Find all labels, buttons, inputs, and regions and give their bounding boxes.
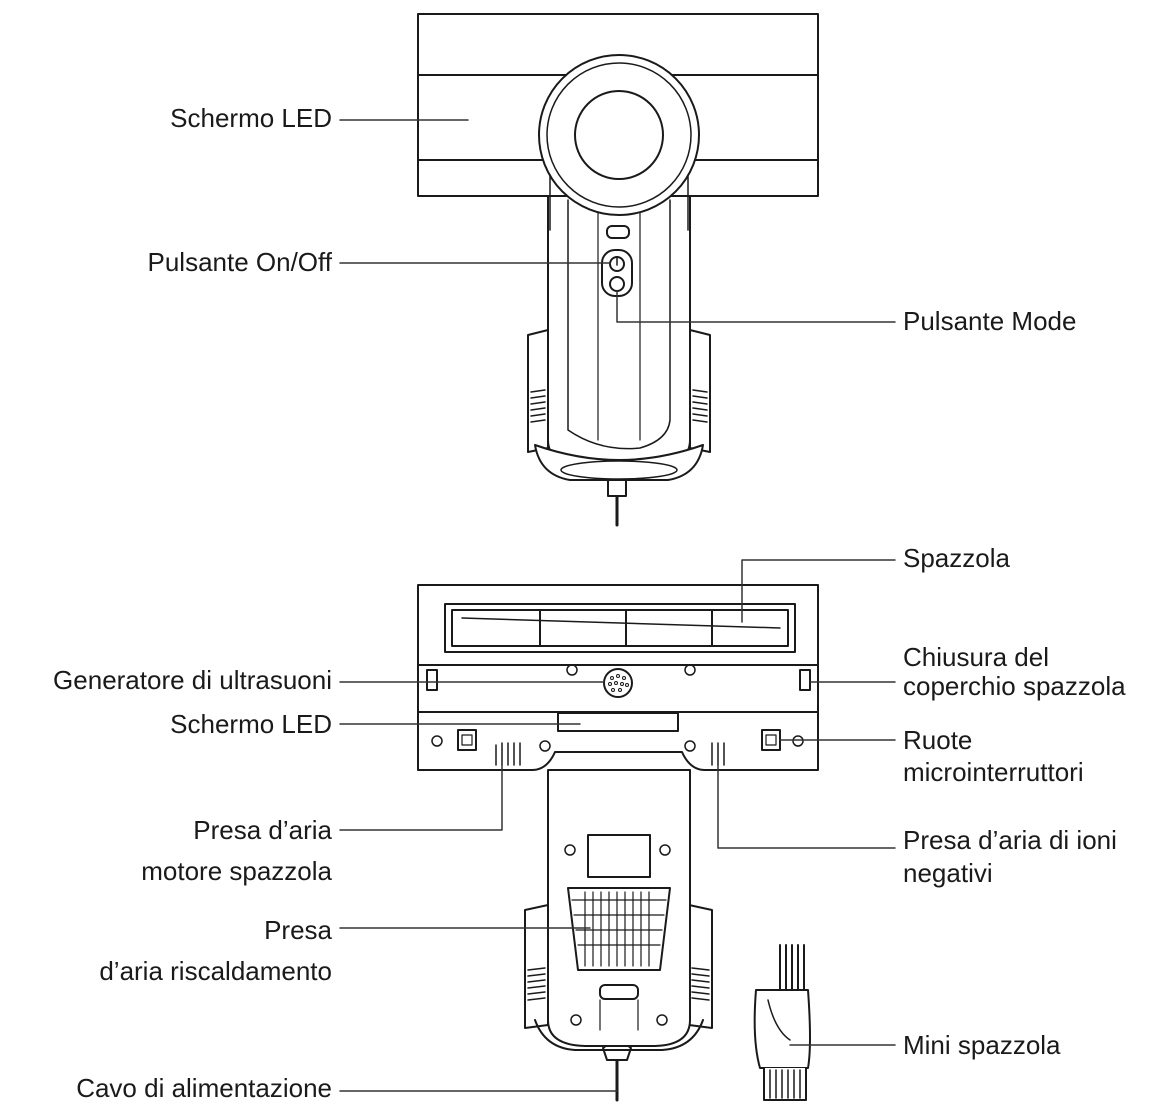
label-micro-switch-wheels-line1: Ruote <box>903 725 973 755</box>
label-brush-cover-lock-line2: coperchio spazzola <box>903 671 1126 701</box>
label-bottom-led-screen: Schermo LED <box>170 709 332 739</box>
leader-mode <box>616 290 896 323</box>
label-brush-motor-intake-line2: motore spazzola <box>141 856 332 886</box>
top-base <box>534 444 704 481</box>
bottom-head <box>417 584 819 771</box>
label-mode-button: Pulsante Mode <box>903 306 1077 336</box>
label-micro-switch-wheels-line2: microinterruttori <box>903 757 1084 787</box>
label-negative-ion-intake-line1: Presa d’aria di ioni <box>903 825 1117 855</box>
brush-cover-lock-right <box>799 669 811 691</box>
label-on-off-button: Pulsante On/Off <box>147 247 332 277</box>
top-view <box>417 13 819 527</box>
label-power-cable: Cavo di alimentazione <box>76 1073 332 1103</box>
top-handle-body <box>547 174 691 467</box>
label-brush-cover-lock-line1: Chiusura del <box>903 642 1049 672</box>
label-mini-brush: Mini spazzola <box>903 1030 1061 1060</box>
bottom-led-display <box>557 712 679 732</box>
mini-brush-illustration <box>753 944 811 1101</box>
top-right-grip <box>689 329 711 453</box>
leader-brush <box>741 559 896 623</box>
negative-ion-intake-vent <box>711 742 725 766</box>
top-led-display <box>574 90 664 180</box>
heating-air-vent <box>567 887 671 971</box>
label-negative-ion-intake-line2: negativi <box>903 858 993 888</box>
leader-negative-ion-intake <box>717 764 896 849</box>
ultrasonic-generator-icon <box>603 668 633 698</box>
brush-roller <box>444 603 796 653</box>
brush-cover-lock-left <box>426 669 438 691</box>
leader-lines <box>339 119 896 1092</box>
top-cord <box>607 479 627 527</box>
label-heating-intake-line2: d’aria riscaldamento <box>99 956 332 986</box>
top-left-grip <box>527 329 549 453</box>
power-button-icon[interactable] <box>609 256 625 272</box>
bottom-label-plate <box>587 834 651 878</box>
bottom-right-grip <box>688 904 713 1029</box>
bottom-left-grip <box>524 904 549 1029</box>
leader-brush-motor-intake <box>339 764 503 831</box>
label-brush: Spazzola <box>903 543 1010 573</box>
label-ultrasonic-generator: Generatore di ultrasuoni <box>53 665 332 695</box>
label-brush-motor-intake-line1: Presa d’aria <box>193 815 332 845</box>
top-motor-housing <box>538 54 700 216</box>
micro-switch-wheel-left <box>457 729 477 751</box>
top-indicator <box>606 225 630 239</box>
label-top-led-screen: Schermo LED <box>170 103 332 133</box>
label-heating-intake-line1: Presa <box>264 915 332 945</box>
bottom-latch <box>599 984 639 1000</box>
brush-motor-intake-vent <box>495 742 521 766</box>
